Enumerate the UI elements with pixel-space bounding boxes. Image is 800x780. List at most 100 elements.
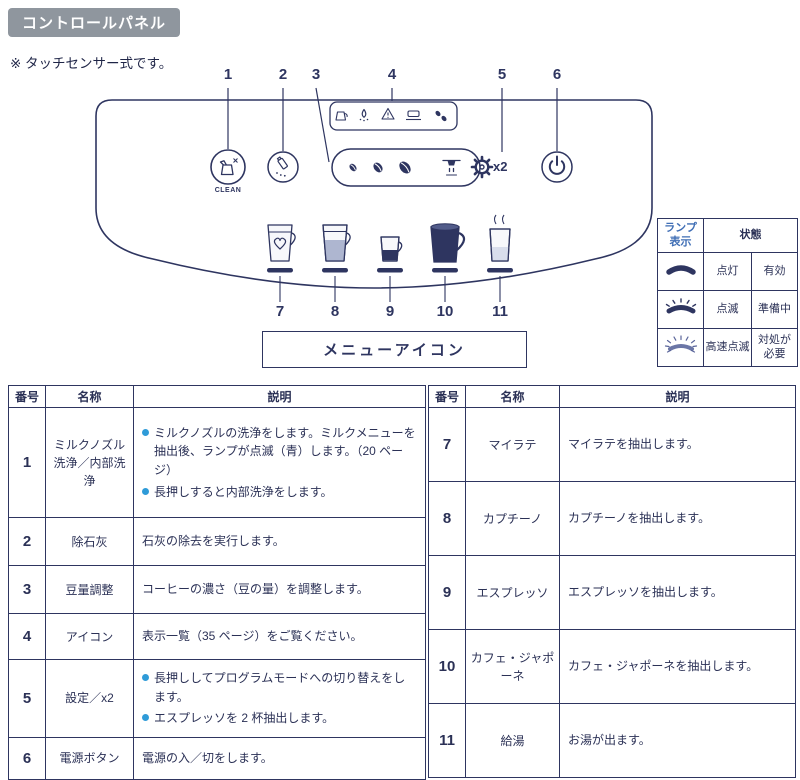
row-number: 8	[428, 481, 466, 556]
row-desc: 電源の入／切をします。	[133, 736, 426, 780]
row-desc: 表示一覧（35 ページ）をご覧ください。	[133, 613, 426, 660]
lamp-fast-blink-icon	[657, 328, 704, 367]
lamp-meaning: 準備中	[751, 290, 798, 329]
bullet-icon	[142, 487, 149, 495]
tray-icon	[406, 110, 421, 121]
bullet-icon	[142, 714, 149, 722]
callout-8: 8	[330, 303, 340, 320]
callout-2: 2	[278, 66, 288, 83]
gear-icon	[470, 155, 494, 179]
row-name: カフェ・ジャポーネ	[465, 629, 560, 704]
panel-outline	[95, 99, 653, 289]
lamp-meaning: 対処が必要	[751, 328, 798, 367]
touch-sensor-note: ※ タッチセンサー式です。	[10, 56, 173, 71]
menu-icon-mylatte	[267, 224, 296, 262]
coffee-pour-icon	[442, 159, 461, 176]
col-header-number: 番号	[8, 385, 46, 408]
row-number: 4	[8, 613, 46, 660]
clean-label: CLEAN	[214, 187, 242, 194]
bullet-text: ミルクノズルの洗浄をします。ミルクメニューを抽出後、ランプが点滅（青）します。（…	[154, 425, 416, 477]
bullet-text: エスプレッソを 2 杯抽出します。	[154, 711, 335, 726]
clean-button	[210, 149, 246, 185]
power-button	[541, 151, 573, 183]
page-title: コントロールパネル	[8, 8, 181, 37]
lamp-blink-icon	[657, 290, 704, 329]
row-name: 電源ボタン	[45, 736, 134, 780]
callout-9: 9	[385, 303, 395, 320]
control-panel-diagram	[95, 87, 653, 302]
row-name: 給湯	[465, 703, 560, 778]
callout-7: 7	[275, 303, 285, 320]
table-row: 3 豆量調整 コーヒーの濃さ（豆の量）を調整します。	[8, 565, 426, 614]
milk-icon	[335, 111, 348, 121]
row-desc: ミルクノズルの洗浄をします。ミルクメニューを抽出後、ランプが点滅（青）します。（…	[133, 407, 426, 518]
callout-3: 3	[311, 66, 321, 83]
lamp-status-table: ランプ表示 状態 点灯 有効 点滅 準備中	[657, 218, 798, 367]
table-row: 9 エスプレッソ エスプレッソを抽出します。	[428, 555, 796, 630]
row-number: 10	[428, 629, 466, 704]
table-row: 1 ミルクノズル洗浄／内部洗浄 ミルクノズルの洗浄をします。ミルクメニューを抽出…	[8, 407, 426, 518]
row-number: 11	[428, 703, 466, 778]
lamp-table-header-row: ランプ表示 状態	[657, 218, 798, 253]
row-desc: お湯が出ます。	[559, 703, 796, 778]
lamp-display-header: ランプ表示	[657, 218, 704, 253]
row-number: 2	[8, 517, 46, 566]
bean-large-icon	[399, 161, 411, 174]
lamp-state: 点滅	[703, 290, 752, 329]
row-name: マイラテ	[465, 407, 560, 482]
menu-icon-cappuccino	[322, 224, 351, 262]
descale-bottle-icon	[276, 156, 288, 177]
table-row: 7 マイラテ マイラテを抽出します。	[428, 407, 796, 482]
menu-icon-hot-water	[489, 214, 511, 262]
right-spec-table: 番号 名称 説明 7 マイラテ マイラテを抽出します。 8 カプチーノ カプチー…	[428, 385, 796, 778]
descale-icon	[359, 108, 369, 122]
row-desc: カフェ・ジャポーネを抽出します。	[559, 629, 796, 704]
warning-icon	[381, 107, 395, 120]
bullet-text: 長押ししてプログラムモードへの切り替えをします。	[154, 671, 406, 704]
lamp-bars	[267, 268, 513, 273]
col-header-name: 名称	[45, 385, 134, 408]
power-icon	[548, 155, 566, 175]
row-name: エスプレッソ	[465, 555, 560, 630]
row-name: 設定／x2	[45, 659, 134, 738]
row-number: 9	[428, 555, 466, 630]
menu-leader-lines	[279, 276, 501, 302]
table-row: 8 カプチーノ カプチーノを抽出します。	[428, 481, 796, 556]
steam-icon	[493, 214, 505, 225]
table-row: 10 カフェ・ジャポーネ カフェ・ジャポーネを抽出します。	[428, 629, 796, 704]
row-desc: エスプレッソを抽出します。	[559, 555, 796, 630]
x2-label: x2	[493, 159, 508, 174]
table-header-row: 番号 名称 説明	[428, 385, 796, 408]
lamp-state: 高速点滅	[703, 328, 752, 367]
lamp-row-blink: 点滅 準備中	[657, 290, 798, 329]
row-name: カプチーノ	[465, 481, 560, 556]
bullet-text: 長押しすると内部洗浄をします。	[154, 484, 333, 499]
callout-10: 10	[436, 303, 454, 320]
table-row: 2 除石灰 石灰の除去を実行します。	[8, 517, 426, 566]
callout-4: 4	[387, 66, 397, 83]
lamp-solid-icon	[657, 252, 704, 291]
callout-5: 5	[497, 66, 507, 83]
callout-11: 11	[492, 303, 508, 320]
leader-lines	[227, 87, 558, 163]
bullet-icon	[142, 674, 149, 681]
callout-1: 1	[223, 66, 233, 83]
descale-button	[267, 151, 299, 183]
table-row: 11 給湯 お湯が出ます。	[428, 703, 796, 778]
row-name: ミルクノズル洗浄／内部洗浄	[45, 407, 134, 518]
table-header-row: 番号 名称 説明	[8, 385, 426, 408]
bean-strength-panel	[331, 148, 481, 187]
table-row: 6 電源ボタン 電源の入／切をします。	[8, 736, 426, 780]
row-name: 除石灰	[45, 517, 134, 566]
row-number: 5	[8, 659, 46, 738]
lamp-state: 点灯	[703, 252, 752, 291]
row-name: アイコン	[45, 613, 134, 660]
left-spec-table: 番号 名称 説明 1 ミルクノズル洗浄／内部洗浄 ミルクノズルの洗浄をします。ミ…	[8, 385, 426, 780]
status-icon-strip	[329, 101, 458, 131]
table-row: 4 アイコン 表示一覧（35 ページ）をご覧ください。	[8, 613, 426, 660]
col-header-name: 名称	[465, 385, 560, 408]
row-number: 3	[8, 565, 46, 614]
row-number: 7	[428, 407, 466, 482]
row-desc: カプチーノを抽出します。	[559, 481, 796, 556]
heart-icon	[273, 237, 287, 250]
